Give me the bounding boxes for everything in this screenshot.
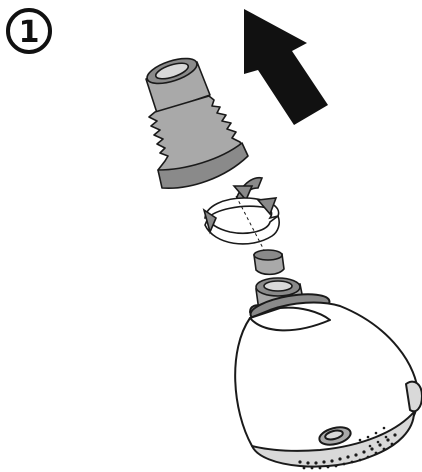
direction-arrow-icon bbox=[244, 9, 328, 125]
connector-nut-part bbox=[254, 250, 284, 274]
step-number: 1 bbox=[19, 15, 40, 50]
step-number-badge: 1 bbox=[8, 10, 50, 52]
shower-head-body bbox=[235, 289, 422, 466]
rotation-arrows-icon bbox=[204, 178, 279, 252]
threaded-cone-part bbox=[144, 53, 248, 188]
